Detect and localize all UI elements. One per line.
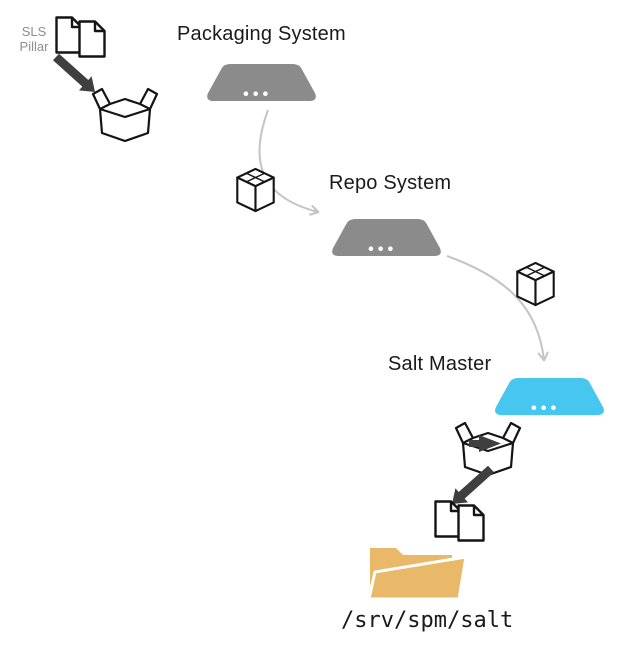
sls-pillar-label: SLS Pillar [11, 24, 57, 54]
extracted-file-icon-2 [457, 504, 485, 542]
output-path-label: /srv/spm/salt [341, 608, 514, 633]
salt-master-label: Salt Master [388, 353, 492, 375]
pack-arrow-icon [53, 53, 95, 92]
unpack-open-box-icon [455, 421, 521, 476]
sls-file-icon-2 [78, 20, 106, 58]
server-icon-packaging [207, 64, 316, 102]
server-icon-repo [332, 219, 441, 257]
package-box-icon-2 [516, 261, 555, 307]
sls-pillar-line1: SLS [21, 24, 47, 39]
server-icon-salt-master [495, 377, 604, 416]
package-box-icon-1 [236, 167, 275, 213]
unpack-arrow-glyph [469, 435, 501, 452]
extract-arrow-icon [452, 465, 494, 504]
sls-pillar-line2: Pillar [19, 39, 49, 54]
pack-open-box-icon [92, 87, 158, 142]
folder-icon [368, 548, 468, 601]
packaging-system-label: Packaging System [177, 23, 346, 45]
repo-system-label: Repo System [329, 172, 452, 194]
flow-arrow-repo-to-master [446, 255, 549, 362]
